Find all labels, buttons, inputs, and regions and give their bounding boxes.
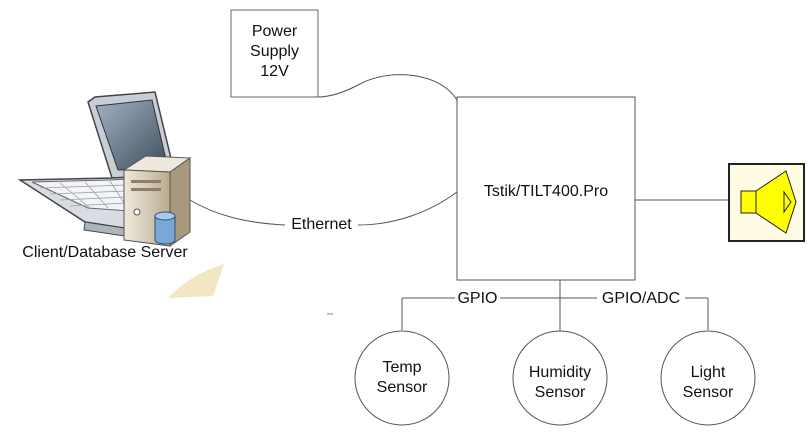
speaker-icon [728, 163, 805, 242]
temp-sensor-label: Temp Sensor [376, 359, 428, 396]
temp-sensor-circle [354, 330, 450, 426]
laptop-server-icon [17, 91, 192, 247]
gpio-adc-label: GPIO/ADC [597, 289, 685, 309]
light-sensor-circle [660, 330, 756, 426]
humidity-sensor-label: Humidity Sensor [528, 364, 592, 401]
decor-wedge [168, 264, 224, 298]
humidity-sensor-circle [512, 330, 608, 426]
ethernet-label: Ethernet [285, 215, 358, 235]
controller-label: Tstik/TILT400.Pro [483, 183, 609, 200]
power-supply-label: Power Supply 12V [250, 23, 299, 80]
database-icon [154, 211, 176, 245]
client-label: Client/Database Server [22, 244, 188, 261]
power-cable [317, 74, 458, 101]
connection-lines [189, 74, 729, 345]
power-supply-box [230, 9, 319, 98]
light-sensor-label: Light Sensor [682, 364, 734, 401]
controller-box [456, 96, 636, 281]
gpio-label: GPIO [455, 289, 500, 309]
